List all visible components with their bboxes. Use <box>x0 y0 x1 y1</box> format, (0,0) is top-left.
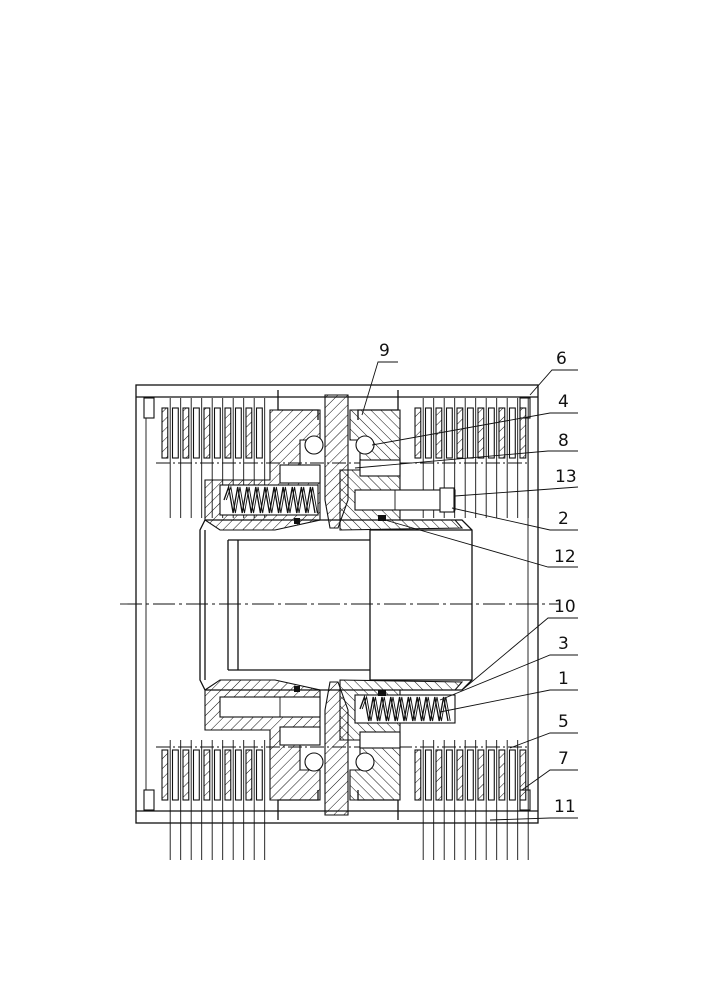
callout-3: 3 <box>558 634 569 654</box>
right-top-plate-2 <box>424 407 432 459</box>
left-bottom-plate-9 <box>245 749 253 801</box>
right-top-plate-1 <box>414 407 422 459</box>
right-bottom-plate-6 <box>466 749 474 801</box>
left-top-plate-4 <box>192 407 200 459</box>
left-bottom-plate-7 <box>224 749 232 801</box>
callout-6: 6 <box>556 349 567 369</box>
callout-7: 7 <box>558 749 569 769</box>
right-top-plate-5 <box>456 407 464 459</box>
right-bottom-plate-10 <box>508 749 516 801</box>
spring-coil-right-bottom <box>359 694 449 722</box>
right-bottom-plate-1 <box>414 749 422 801</box>
left-plate-pack-top <box>161 398 266 518</box>
right-top-plate-7 <box>477 407 485 459</box>
left-bottom-plate-2 <box>171 749 179 801</box>
right-top-plate-9 <box>498 407 506 459</box>
left-top-plate-6 <box>213 407 221 459</box>
left-top-plate-7 <box>224 407 232 459</box>
left-bottom-plate-5 <box>203 749 211 801</box>
right-bottom-plate-11 <box>519 749 527 801</box>
left-bottom-plate-1 <box>161 749 169 801</box>
left-bottom-plate-4 <box>192 749 200 801</box>
left-top-plate-1 <box>161 407 169 459</box>
left-top-plate-9 <box>245 407 253 459</box>
left-top-plate-8 <box>234 407 242 459</box>
spring-right-bottom <box>359 694 451 722</box>
left-top-plate-3 <box>182 407 190 459</box>
right-plate-pack-bottom <box>414 740 529 860</box>
callout-13: 13 <box>555 467 577 487</box>
callout-10: 10 <box>554 597 576 617</box>
left-top-plate-5 <box>203 407 211 459</box>
right-top-plate-4 <box>445 407 453 459</box>
callout-5: 5 <box>558 712 569 732</box>
callouts: 9 6 4 8 13 2 12 10 3 1 5 7 11 <box>354 341 579 821</box>
right-top-plate-11 <box>519 407 527 459</box>
right-bottom-plate-8 <box>487 749 495 801</box>
callout-2: 2 <box>558 509 569 529</box>
central-hub-top <box>204 390 464 531</box>
right-plate-pack-top <box>414 398 529 518</box>
left-top-plate-2 <box>171 407 179 459</box>
callout-12: 12 <box>554 547 576 567</box>
left-bottom-plate-10 <box>255 749 263 801</box>
right-top-plate-8 <box>487 407 495 459</box>
spring-coil-right-bottom-back <box>361 695 451 722</box>
shaft-bore <box>199 519 473 691</box>
right-bottom-plate-2 <box>424 749 432 801</box>
spring-coil-left-top-back <box>225 485 318 514</box>
callout-4: 4 <box>558 392 569 412</box>
right-bottom-plate-9 <box>498 749 506 801</box>
left-bottom-plate-6 <box>213 749 221 801</box>
callout-11: 11 <box>554 797 576 817</box>
spring-coil-left-top <box>223 484 316 514</box>
left-plate-pack-bottom <box>161 740 266 860</box>
left-bottom-plate-8 <box>234 749 242 801</box>
callout-1: 1 <box>558 669 569 689</box>
spring-left-top <box>223 484 318 514</box>
right-bottom-plate-4 <box>445 749 453 801</box>
callout-9: 9 <box>379 341 390 361</box>
right-top-plate-10 <box>508 407 516 459</box>
right-top-plate-6 <box>466 407 474 459</box>
right-bottom-plate-3 <box>435 749 443 801</box>
callout-8: 8 <box>558 431 569 451</box>
right-bottom-plate-5 <box>456 749 464 801</box>
left-bottom-plate-3 <box>182 749 190 801</box>
left-top-plate-10 <box>255 407 263 459</box>
right-bottom-plate-7 <box>477 749 485 801</box>
